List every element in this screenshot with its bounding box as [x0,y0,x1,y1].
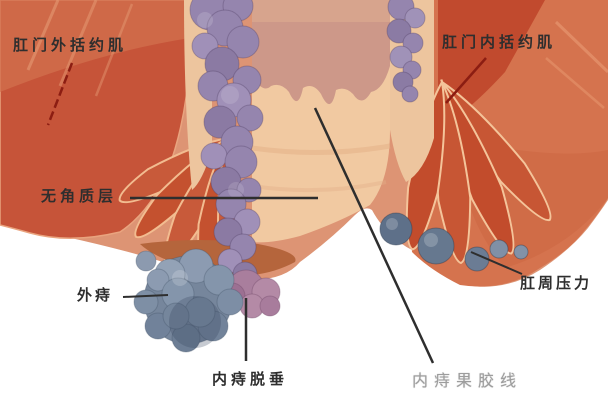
right-hemorrhoid-column [386,0,426,103]
canal-shading-band [251,180,387,193]
external-hemorrhoid-leader-line [122,294,169,298]
anal-verge-shape [140,240,296,276]
external-sphincter-leader-line [46,62,74,126]
muscle-streak [94,3,134,97]
muscle-streak [58,0,98,87]
label-external-sphincter: 肛门外括约肌 [13,37,128,54]
perianal-pressure-leader-line [470,251,523,275]
label-internal-sphincter: 肛门内括约肌 [442,34,557,51]
label-perianal-pressure: 肛周压力 [520,275,593,292]
internal-sphincter-leader-line [445,57,487,104]
right-muscle-fan [405,78,552,265]
label-external-hemorrhoid: 外痔 [77,287,114,304]
pectinate-line-leader-line [313,107,435,364]
label-internal-hemorrhoid-prolapse: 内痔脱垂 [212,371,289,388]
muscle-streak [545,57,605,109]
muscle-streak [26,0,60,71]
leader-lines [46,57,523,364]
external-hemorrhoid-shape [133,248,244,353]
canal-top-highlight [252,0,390,22]
canal-shading-band [251,143,391,156]
sphincter-red-block [438,0,545,128]
anal-canal-upper [252,0,390,105]
internal-hemorrhoid-column [189,0,264,287]
label-pectinate-line: 内痔果胶线 [412,373,523,390]
label-non-keratinized-layer: 无角质层 [41,188,118,205]
muscle-streak [554,20,608,74]
perianal-pressure-balls [379,212,529,272]
